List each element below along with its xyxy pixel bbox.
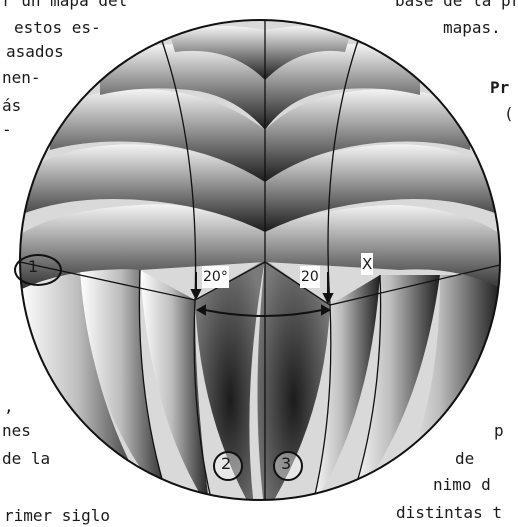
angle-left-label: 20°: [202, 266, 229, 288]
upper-bands: [0, 26, 518, 300]
label-1: 1: [28, 256, 38, 278]
angle-right-label: 20: [300, 266, 320, 288]
label-2: 2: [221, 453, 231, 475]
point-x-label: X: [361, 253, 373, 275]
label-3: 3: [281, 453, 291, 475]
